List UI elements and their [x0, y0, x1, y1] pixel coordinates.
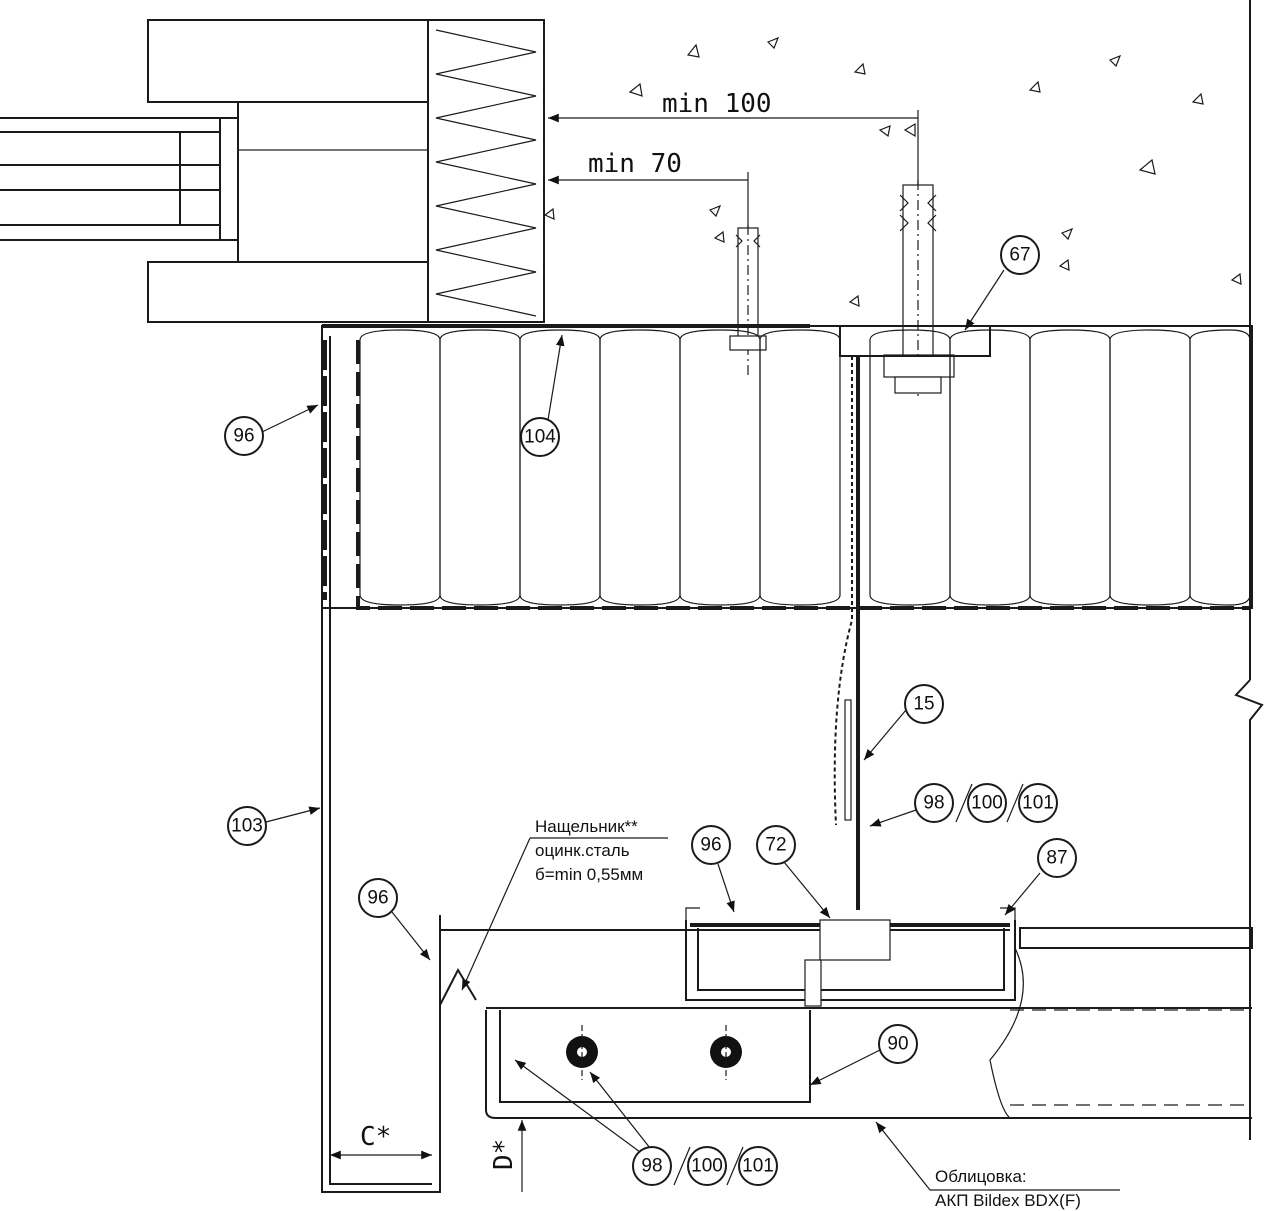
svg-text:98: 98 — [641, 1156, 662, 1177]
svg-text:90: 90 — [887, 1034, 908, 1055]
svg-text:96: 96 — [700, 835, 721, 856]
svg-text:15: 15 — [913, 694, 934, 715]
svg-text:101: 101 — [1022, 793, 1054, 814]
callout-72: 72 — [756, 825, 831, 919]
svg-text:96: 96 — [367, 888, 388, 909]
dimension-min100-label: min 100 — [662, 89, 772, 119]
svg-text:67: 67 — [1009, 245, 1030, 266]
window-frame — [0, 19, 545, 323]
dimension-d: D* — [489, 1117, 540, 1192]
flashing-note-line1: Нащельник** — [535, 817, 638, 836]
callout-96-left: 96 — [358, 878, 431, 961]
dimension-c: C* — [330, 1122, 432, 1160]
callout-87: 87 — [1004, 838, 1077, 916]
svg-text:101: 101 — [742, 1156, 774, 1177]
anchor-small — [729, 225, 767, 375]
callout-104: 104 — [520, 334, 565, 457]
flashing-note-line2: оцинк.сталь — [535, 841, 630, 860]
svg-text:104: 104 — [524, 427, 556, 448]
dimension-c-label: C* — [360, 1122, 391, 1152]
flashing-note: Нащельник** оцинк.сталь б=min 0,55мм — [461, 817, 668, 991]
cladding-note: Облицовка: АКП Bildex BDX(F) — [875, 1121, 1120, 1210]
anchor-large — [883, 180, 955, 400]
cassette-rail — [440, 907, 1016, 1007]
dimension-min70-label: min 70 — [588, 149, 682, 179]
callout-96-center: 96 — [691, 825, 735, 913]
svg-text:100: 100 — [971, 793, 1003, 814]
flashing-note-line3: б=min 0,55мм — [535, 865, 643, 884]
callout-96-top: 96 — [224, 404, 319, 456]
cladding-note-line1: Облицовка: — [935, 1167, 1027, 1186]
callout-15: 15 — [863, 684, 944, 761]
cladding-panel — [439, 927, 1253, 1119]
gasket-pad — [839, 325, 991, 357]
callout-67: 67 — [964, 235, 1040, 331]
callout-98-100-101-top: 98 100 101 — [869, 783, 1058, 827]
dimension-d-label: D* — [489, 1139, 519, 1170]
svg-text:98: 98 — [923, 793, 944, 814]
svg-text:72: 72 — [765, 835, 786, 856]
cladding-note-line2: АКП Bildex BDX(F) — [935, 1191, 1081, 1210]
callout-98-100-101-bottom: 98 100 101 — [514, 1059, 778, 1186]
insulation-layer — [321, 324, 1253, 610]
dimension-min70: min 70 — [548, 149, 749, 230]
svg-text:96: 96 — [233, 426, 254, 447]
bracket-profile — [833, 356, 860, 910]
callout-90: 90 — [809, 1024, 918, 1086]
svg-text:87: 87 — [1046, 848, 1067, 869]
svg-text:103: 103 — [231, 816, 263, 837]
callout-103: 103 — [227, 806, 321, 846]
outer-flashing — [321, 326, 441, 1193]
svg-text:100: 100 — [691, 1156, 723, 1177]
dimension-min100: min 100 — [548, 89, 919, 200]
